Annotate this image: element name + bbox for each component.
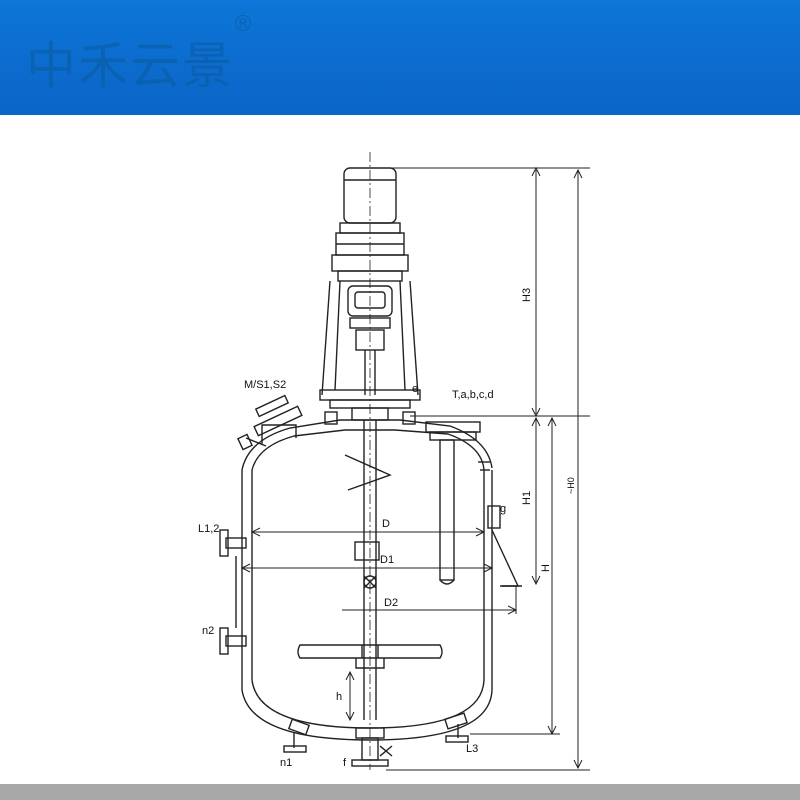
label-T-abcd: T,a,b,c,d bbox=[452, 389, 494, 401]
label-n2: n2 bbox=[202, 625, 214, 637]
label-H0: ~H0 bbox=[566, 477, 576, 494]
label-h: h bbox=[336, 691, 342, 703]
registered-mark: ® bbox=[232, 12, 254, 37]
label-D: D bbox=[382, 518, 390, 530]
top-head bbox=[241, 419, 493, 471]
label-H1: H1 bbox=[521, 491, 533, 505]
footer-bar bbox=[0, 784, 800, 800]
leg-L3 bbox=[444, 712, 469, 743]
thermowell bbox=[425, 421, 481, 585]
coupling bbox=[347, 285, 393, 317]
bottom-outlet bbox=[351, 727, 393, 767]
label-H: H bbox=[540, 564, 552, 572]
label-g: g bbox=[500, 503, 506, 515]
bracket bbox=[491, 529, 520, 587]
label-D2: D2 bbox=[384, 597, 398, 609]
label-n1: n1 bbox=[280, 757, 292, 769]
support-frame bbox=[321, 280, 419, 396]
leg-n1 bbox=[283, 718, 311, 753]
jacket-bottom bbox=[241, 689, 493, 741]
nozzle-L12 bbox=[219, 529, 247, 557]
label-e: e bbox=[412, 383, 418, 395]
shaft-coupling bbox=[354, 541, 380, 561]
dimension-lines bbox=[240, 166, 590, 771]
header-banner: 中禾云景 ® bbox=[0, 0, 800, 115]
flow-arrow bbox=[344, 454, 392, 491]
label-H3: H3 bbox=[521, 288, 533, 302]
impeller bbox=[297, 644, 443, 659]
label-L12: L1,2 bbox=[198, 523, 219, 535]
nozzle-g bbox=[487, 505, 501, 529]
label-f: f bbox=[343, 757, 347, 769]
label-D1: D1 bbox=[380, 554, 394, 566]
brand-logo: 中禾云景 bbox=[26, 37, 234, 95]
manhole-nozzle bbox=[237, 394, 303, 451]
label-L3: L3 bbox=[466, 743, 478, 755]
vessel-bottom bbox=[251, 679, 485, 729]
nozzle-n2 bbox=[219, 627, 247, 655]
label-M-S1-S2: M/S1,S2 bbox=[244, 379, 286, 391]
reactor-diagram: M/S1,S2 e T,a,b,c,d g L1,2 n2 n1 f L3 h … bbox=[198, 152, 590, 771]
